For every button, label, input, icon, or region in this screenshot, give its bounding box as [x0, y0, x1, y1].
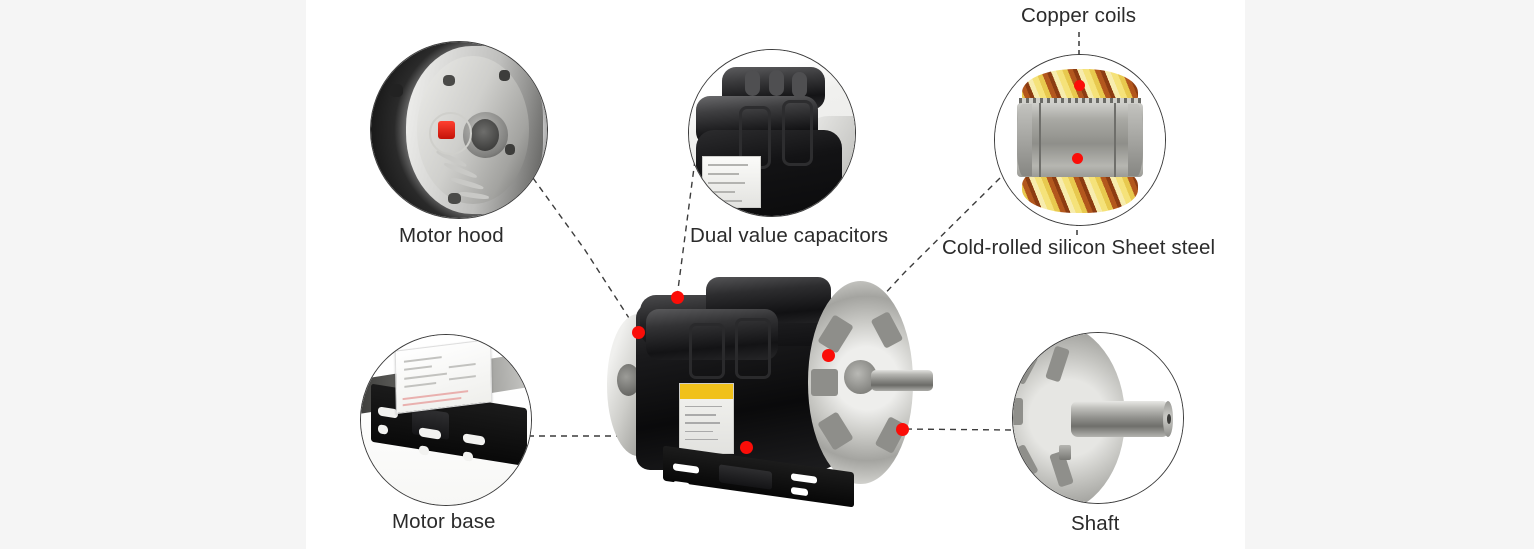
- marker-copper-coils: [1073, 79, 1085, 91]
- right-gutter: [1245, 0, 1534, 549]
- marker-stator: [821, 348, 835, 362]
- motor-base-photo: [361, 335, 531, 505]
- motor-hood-photo: [371, 42, 547, 218]
- callout-dual-value-capacitors[interactable]: [688, 49, 856, 217]
- marker-silicon-sheet-steel: [1071, 152, 1083, 164]
- label-shaft: Shaft: [1071, 512, 1120, 535]
- marker-motor-base: [739, 440, 753, 454]
- label-dual-value-capacitors: Dual value capacitors: [690, 224, 889, 247]
- callout-motor-base[interactable]: [360, 334, 532, 506]
- callout-shaft[interactable]: [1012, 332, 1184, 504]
- marker-motor-hood: [631, 325, 645, 339]
- label-cold-rolled-silicon-sheet-steel: Cold-rolled silicon Sheet steel: [942, 236, 1216, 259]
- capacitors-photo: [689, 50, 855, 216]
- shaft-photo: [1013, 333, 1183, 503]
- label-motor-base: Motor base: [392, 510, 496, 533]
- left-gutter: [0, 0, 306, 549]
- label-motor-hood: Motor hood: [399, 224, 504, 247]
- callout-motor-hood[interactable]: [370, 41, 548, 219]
- electric-motor-photo[interactable]: [600, 263, 934, 507]
- marker-capacitors: [670, 290, 684, 304]
- label-copper-coils: Copper coils: [1021, 4, 1137, 27]
- marker-shaft: [895, 422, 909, 436]
